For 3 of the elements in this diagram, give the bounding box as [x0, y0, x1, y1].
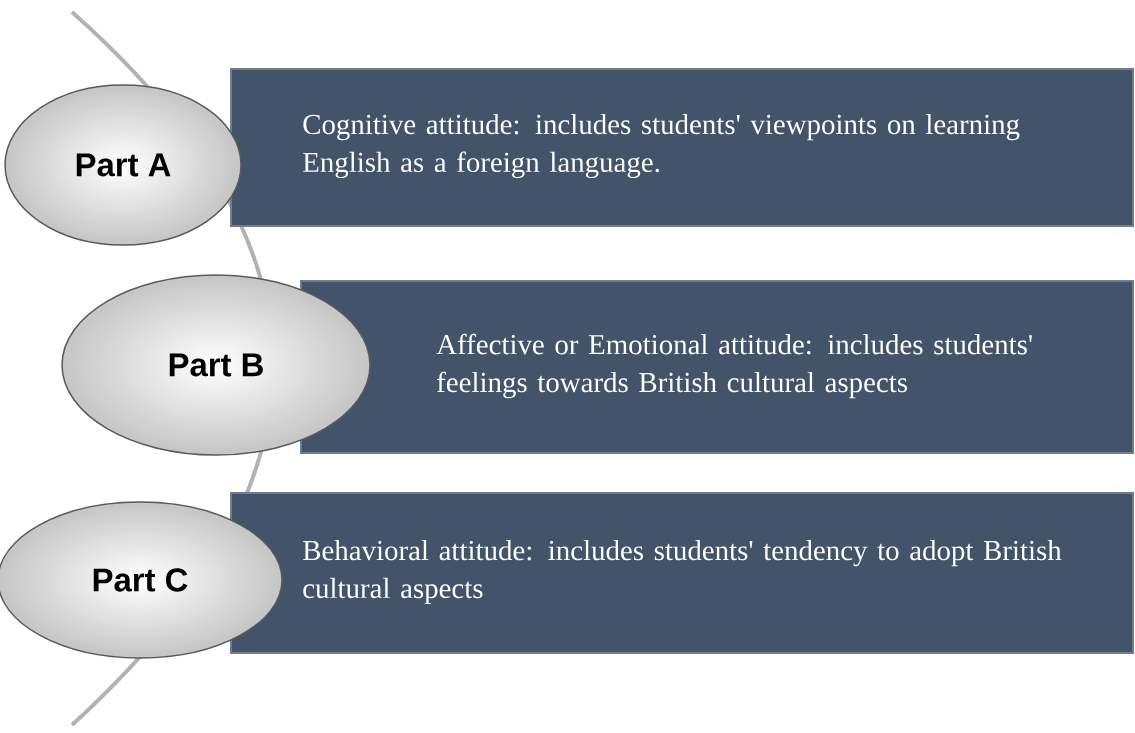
text-box: Behavioral attitude: includes students' tendency to adopt British cultural aspects	[230, 492, 1134, 654]
text-box: Cognitive attitude: includes students' viewpoints on learning English as a foreign language.	[230, 68, 1134, 227]
text-box: Affective or Emotional attitude: includes students' feelings towards British cultural aspects	[300, 280, 1134, 454]
